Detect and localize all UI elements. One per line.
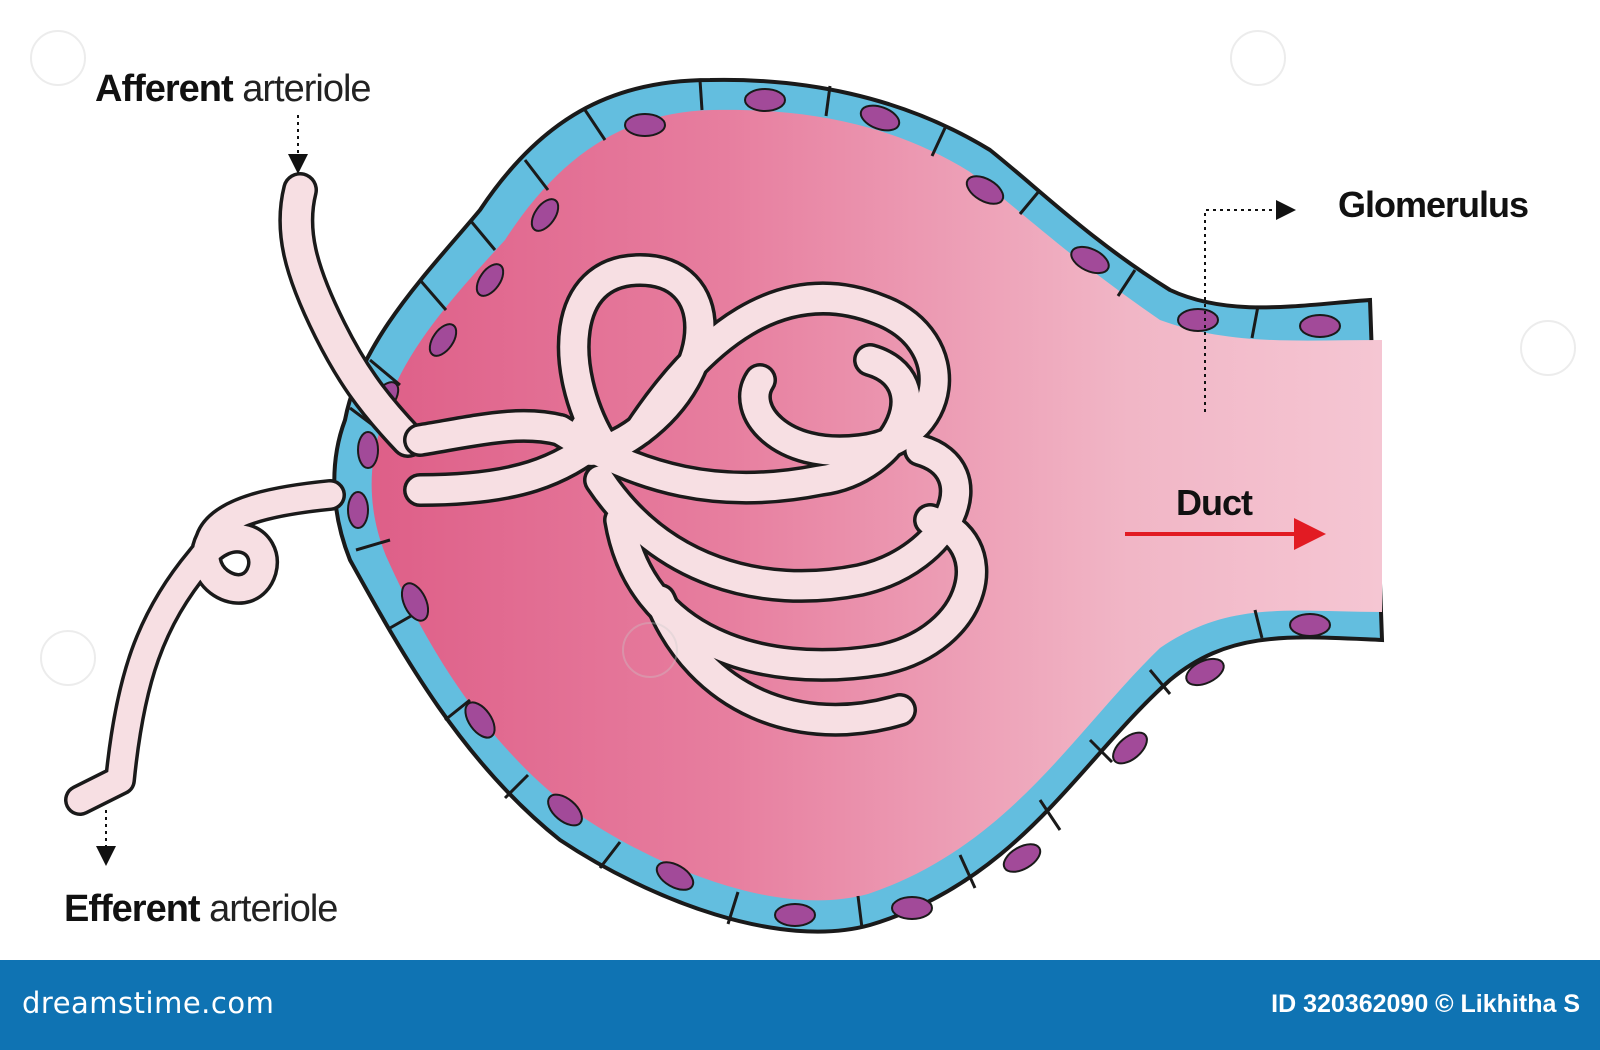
footer-credit: ID 320362090 © Likhitha S: [1271, 990, 1580, 1018]
capsule-lumen: [371, 109, 1383, 901]
capillary-tuft: [403, 253, 989, 737]
glomerulus-label: Glomerulus: [1338, 184, 1529, 225]
watermark-icon: [1520, 320, 1576, 376]
duct-label: Duct: [1176, 482, 1253, 523]
diagram-svg: [64, 77, 1385, 934]
afferent-label-bold: Afferent: [95, 68, 234, 110]
glomerulus-diagram: Afferent arteriole Efferent arteriole Gl…: [30, 30, 1576, 934]
cell-boundaries: [349, 79, 1264, 929]
watermark-icon: [40, 630, 96, 686]
efferent-label-rest: arteriole: [199, 888, 338, 930]
watermark-icon: [30, 30, 86, 86]
nuclei: [347, 88, 1341, 927]
footer-bar: dreamstime.com ID 320362090 © Likhitha S: [0, 960, 1600, 1050]
watermark-icon: [1230, 30, 1286, 86]
efferent-arteriole-label: Efferent arteriole: [64, 888, 338, 931]
afferent-label-rest: arteriole: [232, 68, 371, 110]
efferent-label-bold: Efferent: [64, 888, 201, 930]
watermark-icon: [622, 622, 678, 678]
afferent-arteriole-label: Afferent arteriole: [95, 68, 372, 111]
footer-brand: dreamstime.com: [22, 986, 275, 1020]
glomerulus-pointer-icon: [1204, 200, 1296, 412]
